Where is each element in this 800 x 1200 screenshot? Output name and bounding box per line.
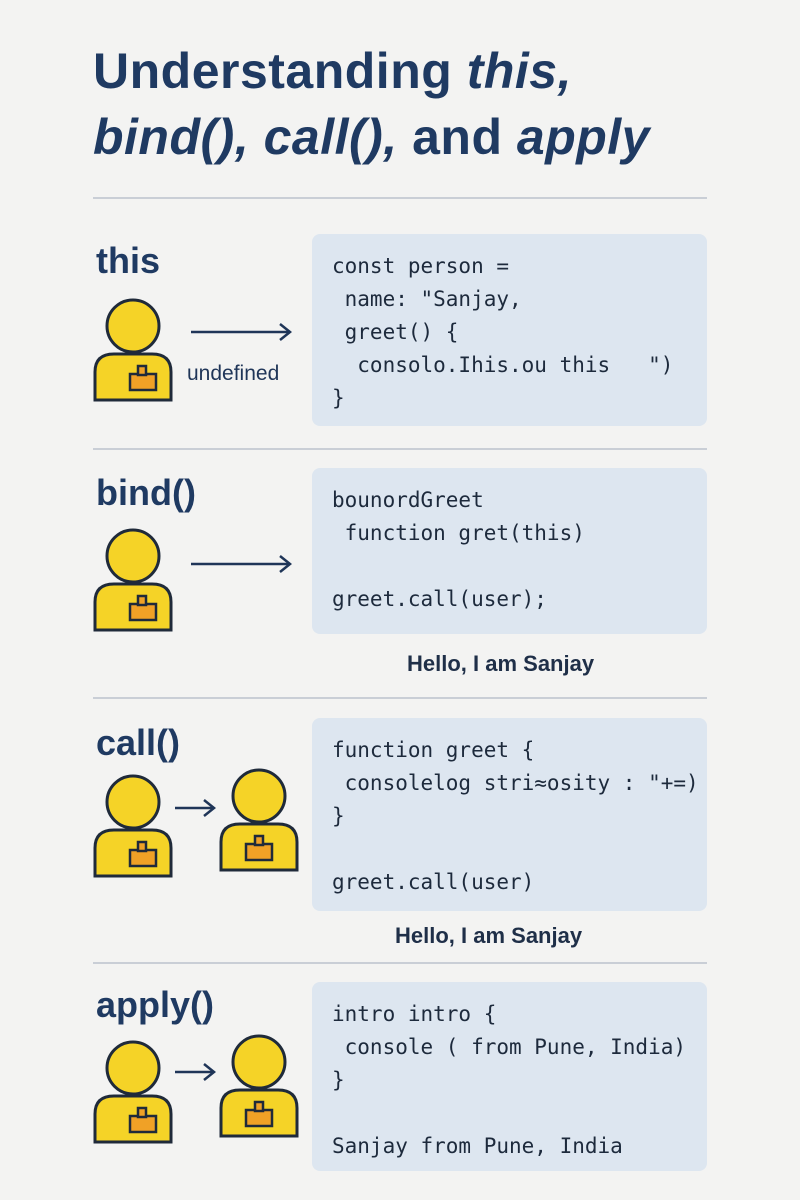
- code-line: const person =: [332, 254, 510, 278]
- section-label-call: call(): [96, 722, 181, 763]
- code-line: [332, 550, 707, 583]
- divider: [93, 962, 707, 964]
- code-line: consolo.Ihis.ou this "): [332, 353, 674, 377]
- code-line: }: [332, 804, 345, 828]
- arrow-right-icon: [175, 799, 217, 817]
- section-label-bind: bind(): [96, 472, 196, 513]
- undefined-label: undefined: [187, 362, 280, 385]
- person-icon: [93, 774, 173, 878]
- code-line: name: "Sanjay,: [332, 287, 522, 311]
- code-block-this: const person = name: "Sanjay, greet() { …: [312, 234, 707, 426]
- divider: [93, 197, 707, 199]
- title-bind-call: bind(), call(),: [93, 109, 398, 165]
- person-icon: [93, 1040, 173, 1144]
- code-line: }: [332, 386, 345, 410]
- code-line: [332, 833, 707, 866]
- call-output: Hello, I am Sanjay: [395, 923, 583, 948]
- bind-output: Hello, I am Sanjay: [407, 651, 595, 676]
- code-line: greet.call(user);: [332, 587, 547, 611]
- section-label-apply: apply(): [96, 984, 215, 1025]
- arrow-right-icon: [191, 555, 293, 573]
- divider: [93, 697, 707, 699]
- person-icon: [93, 528, 173, 632]
- code-line: console ( from Pune, India): [332, 1035, 687, 1059]
- code-line: intro intro {: [332, 1002, 497, 1026]
- code-line: [332, 1097, 707, 1130]
- section-label-this: this: [96, 240, 161, 281]
- code-line: function greet {: [332, 738, 535, 762]
- code-line: }: [332, 1068, 345, 1092]
- title-this: this,: [466, 43, 572, 99]
- code-block-call: function greet { consolelog stri≈osity :…: [312, 718, 707, 911]
- code-line: consolelog stri≈osity : "+=): [332, 771, 699, 795]
- divider: [93, 448, 707, 450]
- person-icon: [93, 298, 173, 402]
- person-icon: [219, 1034, 299, 1138]
- title-text: Understanding: [93, 43, 467, 99]
- title-and: and: [397, 109, 517, 165]
- code-line: greet.call(user): [332, 870, 535, 894]
- code-line: greet() {: [332, 320, 459, 344]
- code-line: Sanjay from Pune, India: [332, 1134, 623, 1158]
- page-title: Understanding this, bind(), call(), and …: [93, 38, 650, 170]
- code-line: bounordGreet: [332, 488, 484, 512]
- person-icon: [219, 768, 299, 872]
- code-block-bind: bounordGreet function gret(this) greet.ca…: [312, 468, 707, 634]
- code-line: function gret(this): [332, 521, 585, 545]
- title-apply: apply: [516, 109, 650, 165]
- arrow-right-icon: [175, 1063, 217, 1081]
- code-block-apply: intro intro { console ( from Pune, India…: [312, 982, 707, 1171]
- arrow-right-icon: [191, 323, 293, 341]
